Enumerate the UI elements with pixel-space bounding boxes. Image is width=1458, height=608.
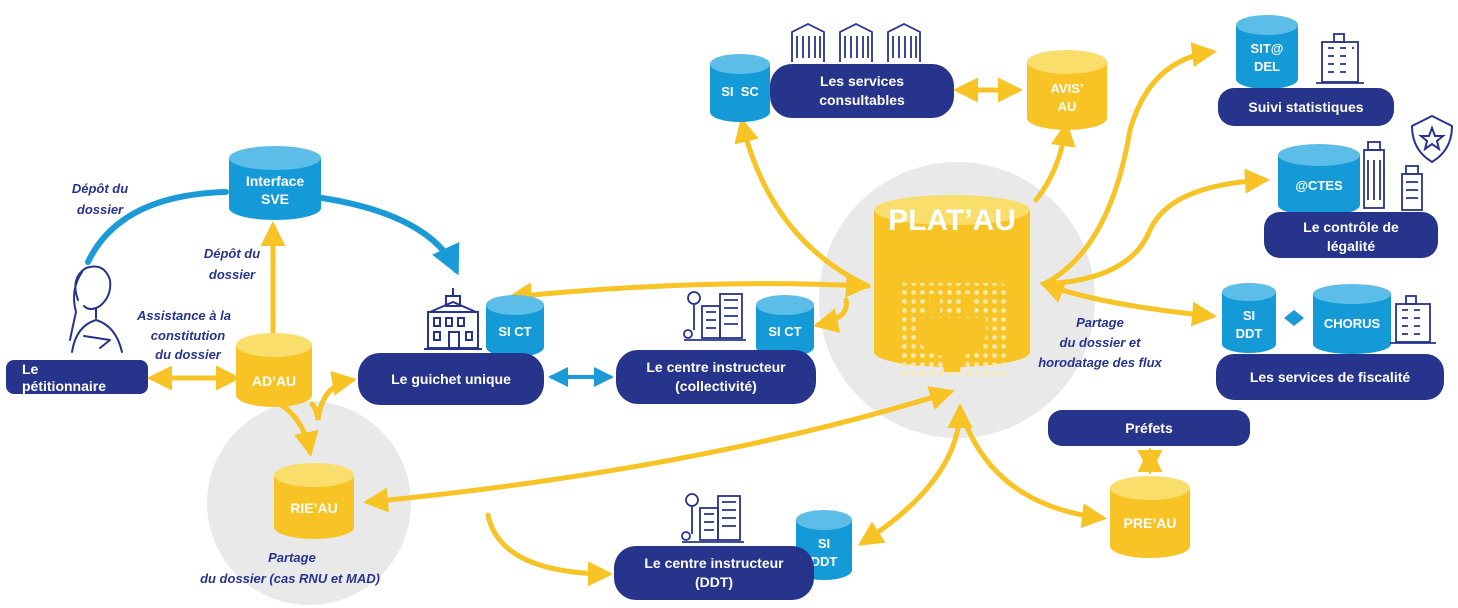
svg-text:Les services: Les services [820,73,904,89]
svg-text:Préfets: Préfets [1125,420,1173,436]
centre-ddt-node: Le centre instructeur (DDT) [614,546,814,600]
pre-au-database: PRE’AU [1110,476,1190,558]
svg-text:DEL: DEL [1254,59,1280,74]
avis-au-database: AVIS’ AU [1027,50,1107,130]
arrow-siddt-platau [857,403,973,546]
arrow-guichet-platau [507,272,871,308]
actes-database: @CTES [1278,144,1360,216]
arrow-petitionnaire-sve [85,189,229,265]
svg-text:DDT: DDT [1236,326,1263,341]
arrow-centre-platau [813,297,849,333]
svg-text:Le guichet unique: Le guichet unique [391,371,511,387]
arrow-platau-fiscalite [1039,279,1217,327]
svg-text:horodatage des flux: horodatage des flux [1038,355,1162,370]
plug-icon [918,294,986,372]
depot-adau-label: Dépôt du [204,246,260,261]
si-ddt-centre-database: SI DDT [796,510,852,580]
svg-text:dossier: dossier [209,267,256,282]
svg-text:PRE’AU: PRE’AU [1124,515,1177,531]
depot-sve-label: Dépôt du [72,181,128,196]
svg-text:(DDT): (DDT) [695,574,733,590]
arrow-sve-guichet [319,195,460,276]
svg-text:SI: SI [1243,308,1255,323]
svg-text:du dossier (cas RNU et MAD): du dossier (cas RNU et MAD) [200,571,380,586]
arrow-platau-avis [1033,121,1076,203]
services-fiscalite-node: Les services de fiscalité [1216,354,1444,400]
petitionnaire-node: Le pétitionnaire [6,360,148,394]
svg-text:(collectivité): (collectivité) [675,378,757,394]
arrow-adau-guichet [309,370,357,421]
svg-text:Interface: Interface [246,173,305,189]
svg-text:du dossier: du dossier [155,347,222,362]
ad-au-database: AD’AU [236,333,312,407]
svg-text:SI: SI [818,536,830,551]
office-building-icon [1316,33,1364,84]
guichet-unique-node: Le guichet unique [358,353,544,405]
svg-text:Le centre instructeur: Le centre instructeur [646,359,786,375]
office-building-icon [887,22,921,62]
suivi-statistiques-node: Suivi statistiques [1218,88,1394,126]
svg-text:AU: AU [1058,99,1077,114]
plat-au-database: PLAT’AU [874,195,1030,378]
svg-text:AVIS’: AVIS’ [1051,81,1084,96]
si-ddt-fiscalite-database: SI DDT [1222,283,1276,353]
sitadel-database: SIT@ DEL [1236,15,1298,89]
partage-rie-label: Partage [268,550,316,565]
rie-au-database: RIE’AU [274,463,354,539]
svg-text:Le contrôle de: Le contrôle de [1303,219,1399,235]
svg-text:DDT: DDT [811,554,838,569]
svg-text:SI SC: SI SC [721,84,759,99]
svg-text:RIE’AU: RIE’AU [290,500,337,516]
office-building-icon [839,22,873,62]
svg-text:du dossier et: du dossier et [1060,335,1142,350]
svg-text:@CTES: @CTES [1295,178,1343,193]
si-sc-database: SI SC [710,54,770,122]
plat-au-label: PLAT’AU [888,204,1016,237]
arrow-rieau-centre-ddt [485,512,613,587]
centre-collectivite-node: Le centre instructeur (collectivité) [616,350,816,404]
interface-sve-database: Interface SVE [229,146,321,220]
office-building-icon [791,22,825,62]
assistance-label: Assistance à la [136,308,231,323]
services-consultables-node: Les services consultables [770,64,954,118]
police-badge-icon [1410,114,1454,164]
town-hall-icon [424,288,482,350]
city-buildings-icon [683,291,746,341]
svg-text:dossier: dossier [77,202,124,217]
svg-text:constitution: constitution [151,328,225,343]
arrow-platau-actes [1041,168,1270,287]
partage-plat-label: Partage [1076,315,1124,330]
city-buildings-icon [681,493,744,543]
svg-text:Le: Le [22,361,39,377]
person-icon [69,265,123,353]
arrow-platau-preau [957,405,1107,529]
svg-text:consultables: consultables [819,92,905,108]
diamond-connector [1284,310,1304,326]
svg-text:Suivi statistiques: Suivi statistiques [1248,99,1363,115]
svg-text:CHORUS: CHORUS [1324,316,1381,331]
si-ct-guichet-database: SI CT [486,295,544,357]
svg-text:pétitionnaire: pétitionnaire [22,378,106,394]
si-ct-centre-database: SI CT [756,295,814,357]
svg-text:SI CT: SI CT [768,324,801,339]
arrow-rieau-platau [363,386,955,513]
svg-text:SVE: SVE [261,191,289,207]
svg-text:Le centre instructeur: Le centre instructeur [644,555,784,571]
svg-text:légalité: légalité [1327,238,1375,254]
arrow-platau-sitadel [1041,42,1217,287]
svg-text:Les services de fiscalité: Les services de fiscalité [1250,369,1411,385]
arrow-sisc-platau [734,117,871,289]
chorus-database: CHORUS [1313,284,1391,354]
controle-legalite-node: Le contrôle de légalité [1264,212,1438,258]
office-building-icon [1390,295,1436,344]
svg-text:AD’AU: AD’AU [252,373,296,389]
office-building-icon [1363,141,1423,211]
svg-text:SI CT: SI CT [498,324,531,339]
svg-text:SIT@: SIT@ [1251,41,1284,56]
prefets-node: Préfets [1048,410,1250,446]
